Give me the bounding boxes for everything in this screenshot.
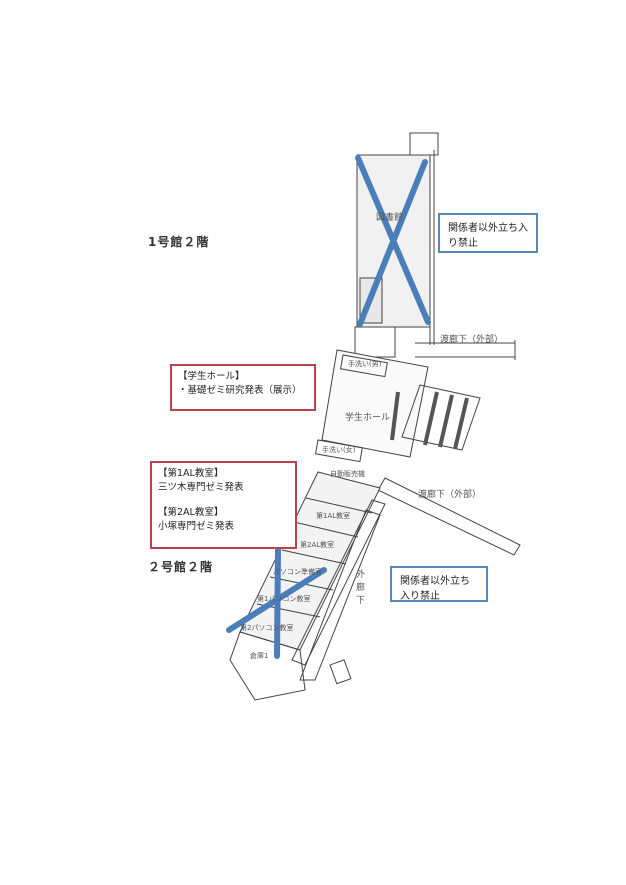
room-label-library: 図書館	[376, 211, 403, 223]
room-label-restroom-m: 手洗い(男)	[348, 359, 382, 368]
room-label-storage: 倉庫1	[250, 651, 268, 660]
room-label-pc-prep: パソコン準備室	[273, 567, 322, 576]
room-label-restroom-f: 手洗い(女)	[322, 445, 356, 454]
event-title: 【学生ホール】	[178, 371, 245, 382]
event-box-student-hall: 【学生ホール】 ・基礎ゼミ研究発表（展示）	[170, 364, 316, 411]
bleachers	[401, 384, 481, 451]
floor-label-building1: 1号館２階	[148, 235, 210, 249]
event-box-al-rooms: 【第1AL教室】 三ツ木専門ゼミ発表 【第2AL教室】 小塚専門ゼミ発表	[150, 461, 297, 549]
room-label-student-hall: 学生ホール	[345, 411, 390, 423]
restricted-notice-text: 関係者以外立ち入り禁止	[448, 223, 528, 249]
restricted-notice-text: 関係者以外立ち入り禁止	[400, 576, 470, 602]
event-item: ・基礎ゼミ研究発表（展示）	[178, 385, 302, 396]
corridor-label-outer-3: 下	[356, 596, 365, 606]
student-hall-room	[321, 349, 429, 458]
corridor-label-lower: 渡廊下（外部）	[418, 488, 481, 500]
corridor-label-outer-1: 外	[356, 568, 365, 580]
room-label-pc1: 第1パソコン教室	[257, 594, 310, 603]
floor-label-building2: ２号館２階	[148, 560, 214, 574]
event-title: 【第2AL教室】	[158, 507, 224, 518]
room-label-al2: 第2AL教室	[300, 540, 334, 549]
room-label-pc2: 第2パソコン教室	[240, 623, 293, 632]
room-label-vending: 自動販売機	[330, 469, 365, 478]
event-item: 三ツ木専門ゼミ発表	[158, 482, 244, 493]
restricted-notice-2: 関係者以外立ち入り禁止	[390, 566, 488, 602]
event-title: 【第1AL教室】	[158, 468, 224, 479]
event-item: 小塚専門ゼミ発表	[158, 521, 235, 532]
closed-x-mark	[226, 155, 431, 659]
corridor-label-outer-2: 廊	[356, 581, 365, 593]
restricted-notice-1: 関係者以外立ち入り禁止	[438, 213, 538, 253]
storage-room	[229, 631, 306, 701]
room-label-al1: 第1AL教室	[316, 511, 350, 520]
corridor-label-upper: 渡廊下（外部）	[440, 333, 503, 345]
